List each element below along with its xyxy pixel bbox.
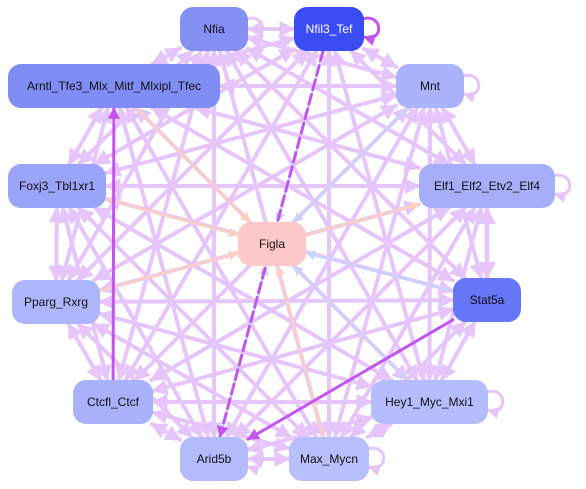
node-label: Mnt [419, 79, 440, 93]
node-label: Stat5a [469, 293, 505, 307]
node-label: Ctcfl_Ctcf [86, 395, 139, 409]
node-label: Foxj3_Tbl1xr1 [18, 179, 96, 193]
edge-elf1-to-elf1 [551, 173, 572, 203]
node-hey1-myc-mxi1[interactable]: Hey1_Myc_Mxi1 [371, 380, 488, 424]
edge-hey1-to-max [365, 422, 393, 439]
edge-nfia-to-nfia [244, 16, 265, 46]
node-label: Arid5b [196, 452, 232, 466]
edge-hey1-to-hey1 [484, 389, 505, 419]
node-figla[interactable]: Figla [238, 222, 306, 266]
edge-pparg-to-figla [98, 250, 240, 292]
node-arid5b[interactable]: Arid5b [180, 437, 248, 481]
node-foxj3-tbl1xr1[interactable]: Foxj3_Tbl1xr1 [8, 164, 106, 208]
edge-hey1-to-figla [292, 264, 409, 382]
node-elf1-elf2-etv2-elf4[interactable]: Elf1_Elf2_Etv2_Elf4 [419, 164, 555, 208]
node-max-mycn[interactable]: Max_Mycn [289, 437, 369, 481]
edge-hey1-to-arid5b [246, 413, 373, 455]
node-nfil3-tef[interactable]: Nfil3_Tef [294, 7, 364, 51]
edge-foxj3-to-figla [104, 197, 240, 238]
edge-arntl-to-figla [134, 106, 252, 224]
node-mnt[interactable]: Mnt [396, 64, 464, 108]
edge-mnt-to-figla [292, 106, 410, 224]
edge-arid5b-to-arid5b [244, 446, 265, 476]
edge-nfil3-to-nfil3 [360, 16, 381, 46]
edge-max-to-max [365, 446, 386, 476]
edge-ctcfl-to-arid5b [150, 422, 182, 442]
node-nfia[interactable]: Nfia [180, 7, 248, 51]
node-label: Max_Mycn [299, 452, 358, 466]
node-stat5a[interactable]: Stat5a [453, 278, 521, 322]
edge-foxj3-to-pparg [48, 206, 65, 282]
node-label: Elf1_Elf2_Etv2_Elf4 [433, 179, 541, 193]
edge-ctcfl-to-arntl [107, 106, 120, 382]
node-label: Nfil3_Tef [305, 22, 353, 36]
edge-nfia-to-arntl [150, 46, 182, 66]
edge-figla-to-elf1 [304, 201, 421, 237]
edge-nfil3-to-mnt [362, 46, 398, 69]
node-label: Nfia [203, 22, 225, 36]
node-arntl-tfe3-mlx-mitf-mlxipl-tfec[interactable]: Arntl_Tfe3_Mlx_Mitf_Mlxipl_Tfec [8, 64, 220, 108]
node-ctcfl-ctcf[interactable]: Ctcfl_Ctcf [73, 380, 153, 424]
edge-pparg-to-stat5a [98, 292, 455, 310]
edge-stat5a-to-figla [304, 250, 455, 293]
node-label: Pparg_Rxrg [23, 295, 89, 309]
edge-max-to-figla [275, 264, 325, 439]
node-label: Arntl_Tfe3_Mlx_Mitf_Mlxipl_Tfec [26, 79, 202, 93]
node-label: Hey1_Myc_Mxi1 [385, 395, 474, 409]
edge-stat5a-to-arid5b [246, 318, 455, 441]
edge-mnt-to-mnt [460, 73, 481, 103]
node-label: Figla [258, 237, 285, 251]
node-pparg-rxrg[interactable]: Pparg_Rxrg [12, 280, 100, 324]
